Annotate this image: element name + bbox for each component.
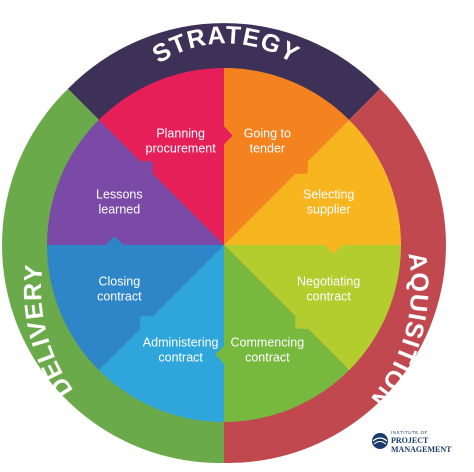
arrow-closing-contract [105, 236, 124, 245]
segment-negotiating-contract [224, 245, 401, 371]
arrow-negotiating-contract [295, 316, 308, 329]
arrow-planning-procurement [224, 126, 233, 145]
process-segments [47, 68, 401, 422]
institute-logo: INSTITUTE OF PROJECT MANAGEMENT [371, 429, 463, 459]
arrow-administering-contract [140, 316, 153, 329]
logo-management-text: MANAGEMENT [391, 445, 452, 454]
logo-institute-text: INSTITUTE OF [391, 430, 428, 435]
segment-closing-contract [47, 245, 224, 371]
segment-going-to-tender [224, 68, 350, 245]
segment-planning-procurement [98, 68, 224, 245]
arrow-going-to-tender [295, 161, 308, 174]
globe-icon [372, 433, 388, 449]
arrow-lessons-learned [140, 161, 153, 174]
segment-lessons-learned [47, 119, 224, 245]
arrow-selecting-supplier [324, 245, 343, 254]
segment-selecting-supplier [224, 119, 401, 245]
segment-commencing-contract [224, 245, 350, 422]
segment-administering-contract [98, 245, 224, 422]
arrow-commencing-contract [215, 345, 224, 364]
logo-project-text: PROJECT [391, 436, 429, 445]
process-arrows [105, 126, 343, 364]
